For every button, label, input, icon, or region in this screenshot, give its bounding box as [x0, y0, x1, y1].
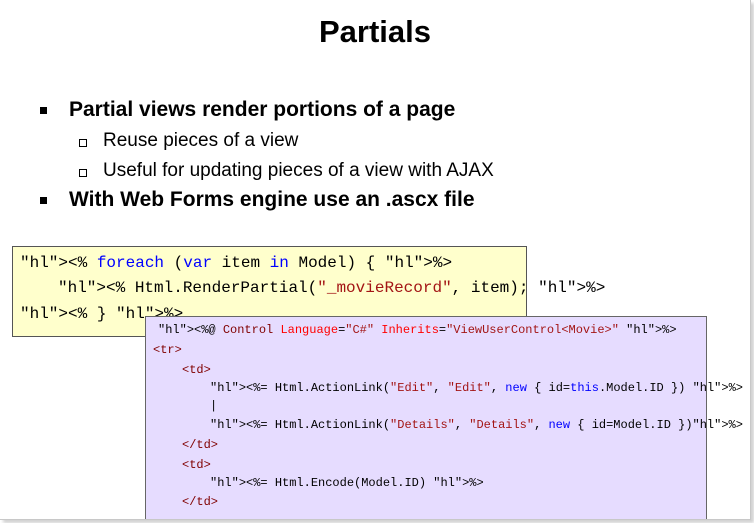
code-line: <td>: [182, 458, 211, 472]
code-line: <tr>: [153, 343, 182, 357]
code-line: "hl"><% foreach (var item in Model) { "h…: [20, 254, 453, 272]
code-line: </td>: [182, 438, 219, 452]
square-bullet-icon: [40, 107, 47, 114]
code-line: <td>: [182, 363, 211, 377]
code-line: "hl"><%= Html.ActionLink("Edit", "Edit",…: [210, 381, 743, 395]
bullet-text: Useful for updating pieces of a view wit…: [103, 160, 494, 181]
code-line: "hl"><%= Html.Encode(Model.ID) "hl">%>: [210, 476, 484, 490]
code-line: "hl"><% Html.RenderPartial("_movieRecord…: [58, 279, 606, 297]
code-block-ascx: "hl"><%@ Control Language="C#" Inherits=…: [145, 316, 743, 519]
code-line: |: [210, 399, 218, 413]
code-line: </td>: [182, 495, 219, 509]
hollow-square-bullet-icon: [79, 139, 87, 147]
bullet-text: Reuse pieces of a view: [103, 130, 299, 151]
hollow-square-bullet-icon: [79, 169, 87, 177]
code-line: "hl"><%@ Control Language="C#" Inherits=…: [158, 323, 677, 337]
bullet-text: Partial views render portions of a page: [69, 98, 456, 121]
slide-title: Partials: [318, 14, 431, 49]
code-line: "hl"><%= Html.ActionLink("Details", "Det…: [210, 418, 743, 432]
square-bullet-icon: [40, 197, 47, 204]
bullet-text: With Web Forms engine use an .ascx file: [69, 188, 475, 211]
